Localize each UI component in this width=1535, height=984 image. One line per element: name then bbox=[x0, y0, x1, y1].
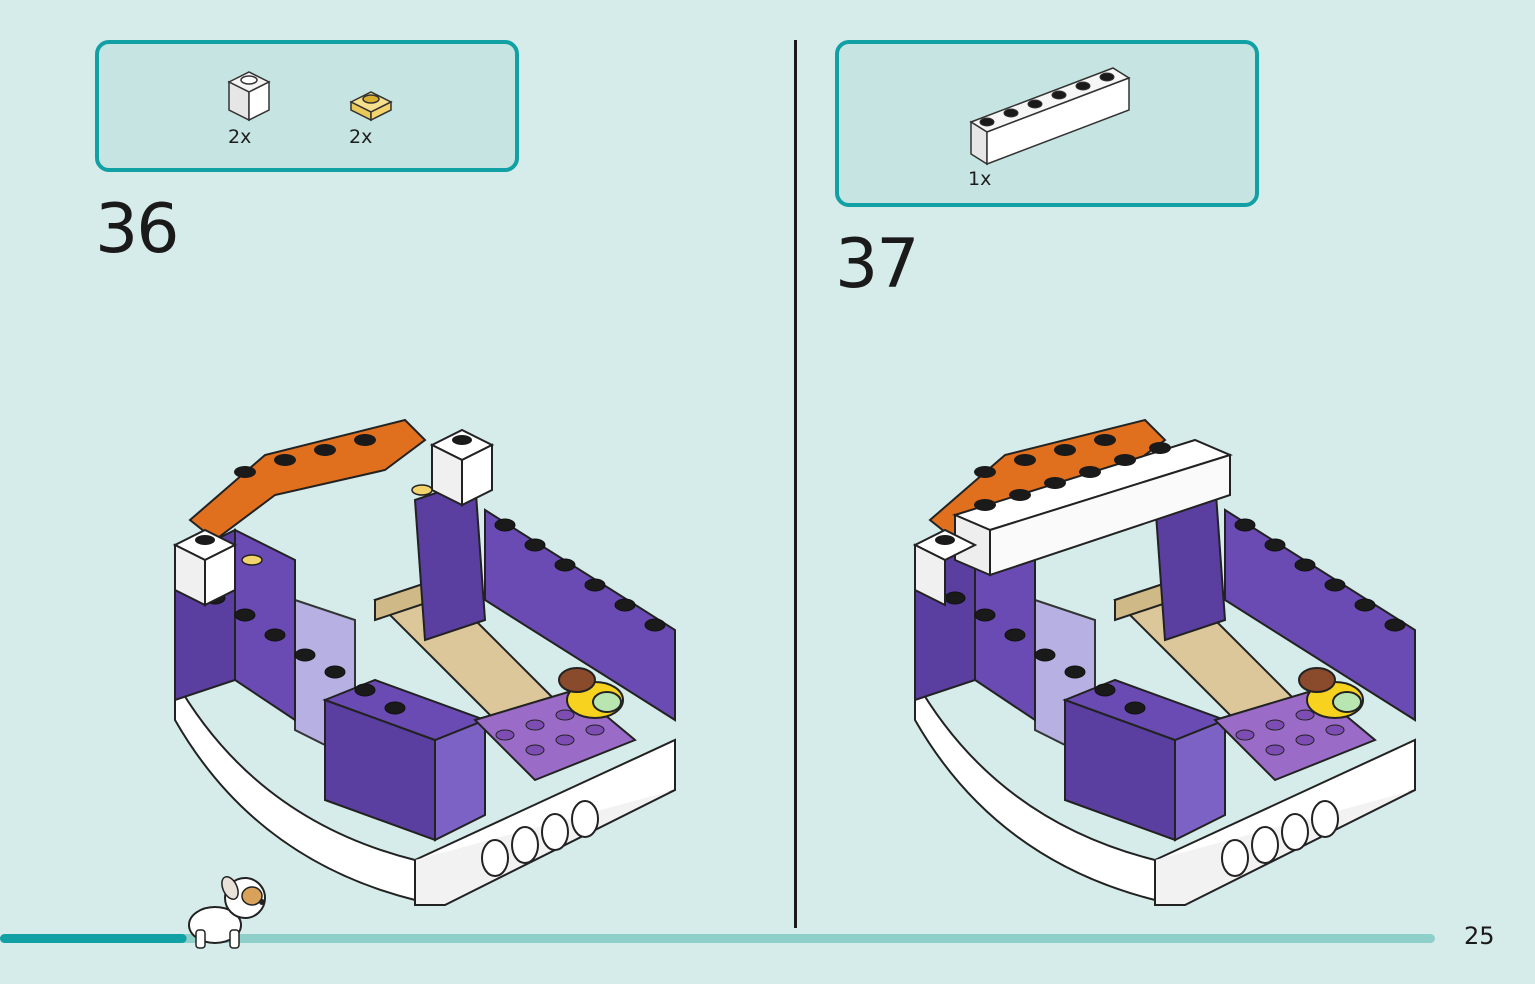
parts-list-step-37: 1x bbox=[835, 40, 1259, 207]
puppy-mascot-icon bbox=[188, 875, 266, 949]
progress-fill bbox=[0, 934, 187, 943]
step-number: 36 bbox=[95, 190, 180, 269]
part-qty: 1x bbox=[968, 168, 992, 190]
model-step-36 bbox=[172, 419, 676, 906]
page-number: 25 bbox=[1464, 922, 1495, 950]
added-yellow-plate bbox=[241, 554, 263, 566]
part-qty: 2x bbox=[349, 126, 373, 148]
step-divider bbox=[794, 40, 797, 928]
parts-list-step-36: 2x 2x bbox=[95, 40, 519, 172]
yellow-plate-icon bbox=[349, 91, 393, 122]
added-yellow-plate bbox=[411, 484, 433, 496]
step-number: 37 bbox=[835, 225, 920, 304]
progress-track bbox=[0, 934, 1435, 943]
part-qty: 2x bbox=[228, 126, 252, 148]
white-long-brick-icon bbox=[969, 67, 1131, 166]
white-brick-icon bbox=[227, 71, 271, 122]
model-step-37 bbox=[912, 419, 1416, 906]
